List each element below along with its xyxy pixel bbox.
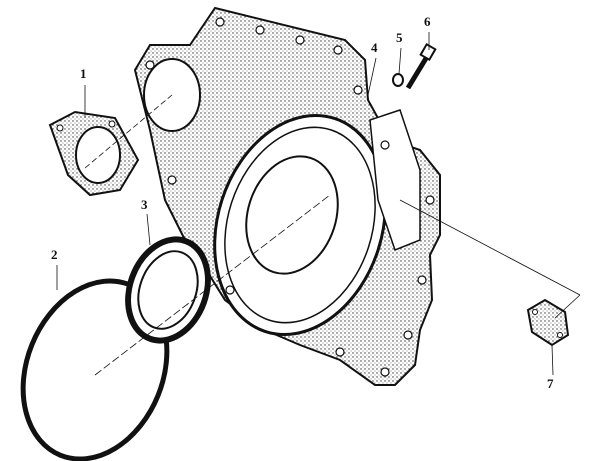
callout-7: 7 [547, 376, 554, 391]
flywheel-housing-plate [133, 6, 441, 386]
oil-seal [125, 236, 211, 344]
callout-2: 2 [51, 247, 58, 262]
callout-1: 1 [80, 66, 87, 81]
bolt [405, 42, 437, 90]
callout-6: 6 [424, 14, 431, 29]
callout-4: 4 [371, 40, 378, 55]
cover-plate [526, 298, 570, 347]
washer [392, 73, 404, 87]
callout-3: 3 [141, 197, 148, 212]
leader-lines [56, 32, 581, 376]
callout-5: 5 [396, 30, 403, 45]
flange [48, 110, 140, 197]
